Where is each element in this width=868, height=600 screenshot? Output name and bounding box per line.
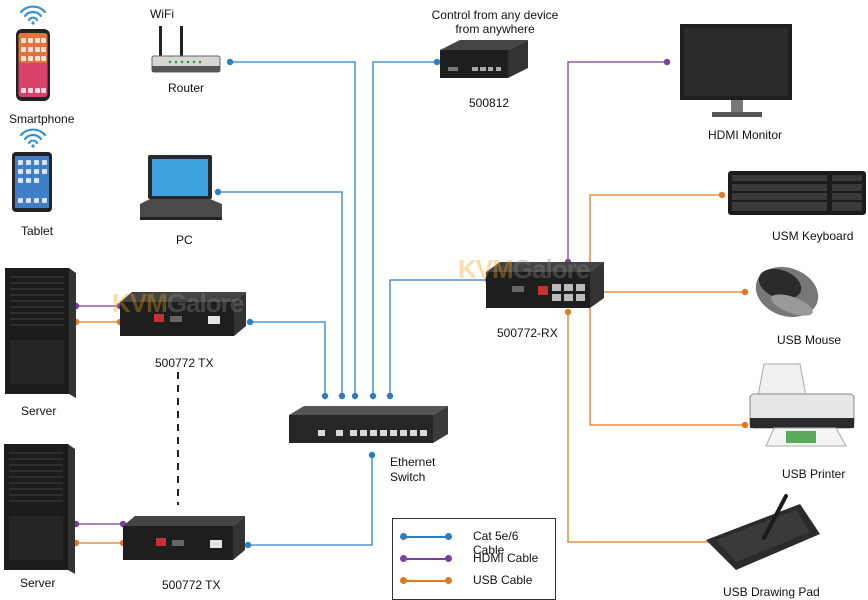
server-icon	[5, 268, 76, 398]
wifi-icon	[19, 5, 47, 25]
watermark-logo: KVMGalore	[112, 288, 244, 318]
hdmi-monitor-label: HDMI Monitor	[708, 128, 783, 142]
ethernet-switch-label: Ethernet Switch	[390, 455, 436, 484]
usb-cable-rx-keyboard	[589, 194, 722, 294]
legend-swatch	[400, 555, 452, 562]
cat-cable-tx1-switch	[250, 321, 326, 396]
tx-500772-device	[123, 516, 245, 560]
tx1-label: 500772 TX	[155, 356, 214, 370]
cat-cable-tx2-switch	[248, 455, 373, 546]
tablet-icon	[12, 152, 52, 212]
smartphone-icon	[16, 29, 50, 101]
router-icon	[151, 26, 221, 73]
legend-item-cat: Cat 5e/6 Cable	[400, 529, 553, 557]
laptop-pc-icon	[140, 155, 222, 220]
device-500812-label: 500812	[469, 96, 510, 110]
rx-500772-device	[486, 262, 604, 308]
legend-swatch	[400, 577, 452, 584]
legend-label: USB Cable	[473, 573, 533, 587]
control-label: Control from any device from anywhere	[431, 8, 559, 36]
legend-label: HDMI Cable	[473, 551, 539, 565]
ethernet-switch-device	[289, 406, 448, 443]
server1-label: Server	[21, 404, 57, 418]
legend-swatch	[400, 533, 452, 540]
legend: Cat 5e/6 Cable HDMI Cable USB Cable	[392, 518, 556, 600]
wifi-label: WiFi	[150, 7, 174, 21]
cat-cable-pc-switch	[218, 191, 343, 396]
server2-label: Server	[20, 576, 56, 590]
cat-cable-router-switch	[230, 61, 356, 396]
mouse-icon	[755, 266, 819, 318]
tx-500772-device	[120, 292, 246, 336]
usm-keyboard-label: USM Keyboard	[772, 229, 854, 243]
cat-cable-500812-switch	[372, 61, 437, 396]
smartphone-label: Smartphone	[9, 112, 75, 126]
legend-item-usb: USB Cable	[400, 573, 553, 589]
usb-printer-label: USB Printer	[782, 467, 846, 481]
tablet-label: Tablet	[21, 224, 54, 238]
printer-icon	[749, 363, 855, 447]
usb-mouse-label: USB Mouse	[777, 333, 842, 347]
usb-drawing-pad-label: USB Drawing Pad	[723, 585, 820, 599]
drawing-pad-icon	[706, 494, 820, 570]
pc-label: PC	[176, 233, 193, 247]
usb-cable-rx-drawpad	[567, 312, 715, 543]
legend-label: Cat 5e/6 Cable	[473, 529, 519, 557]
wifi-icon	[19, 128, 47, 148]
server-icon	[4, 444, 75, 574]
router-label: Router	[168, 81, 205, 95]
hdmi-monitor-icon	[680, 24, 792, 117]
hdmi-cable-rx-monitor	[567, 61, 667, 262]
legend-item-hdmi: HDMI Cable	[400, 551, 553, 567]
watermark-logo: KVMGalore	[458, 254, 590, 284]
tx2-label: 500772 TX	[162, 578, 221, 592]
cat-cable-rx-switch	[389, 279, 488, 396]
usb-cable-rx-printer	[589, 292, 745, 426]
keyboard-icon	[728, 171, 866, 215]
rx-label: 500772-RX	[497, 326, 558, 340]
mini-pc-500812-icon	[440, 40, 528, 78]
